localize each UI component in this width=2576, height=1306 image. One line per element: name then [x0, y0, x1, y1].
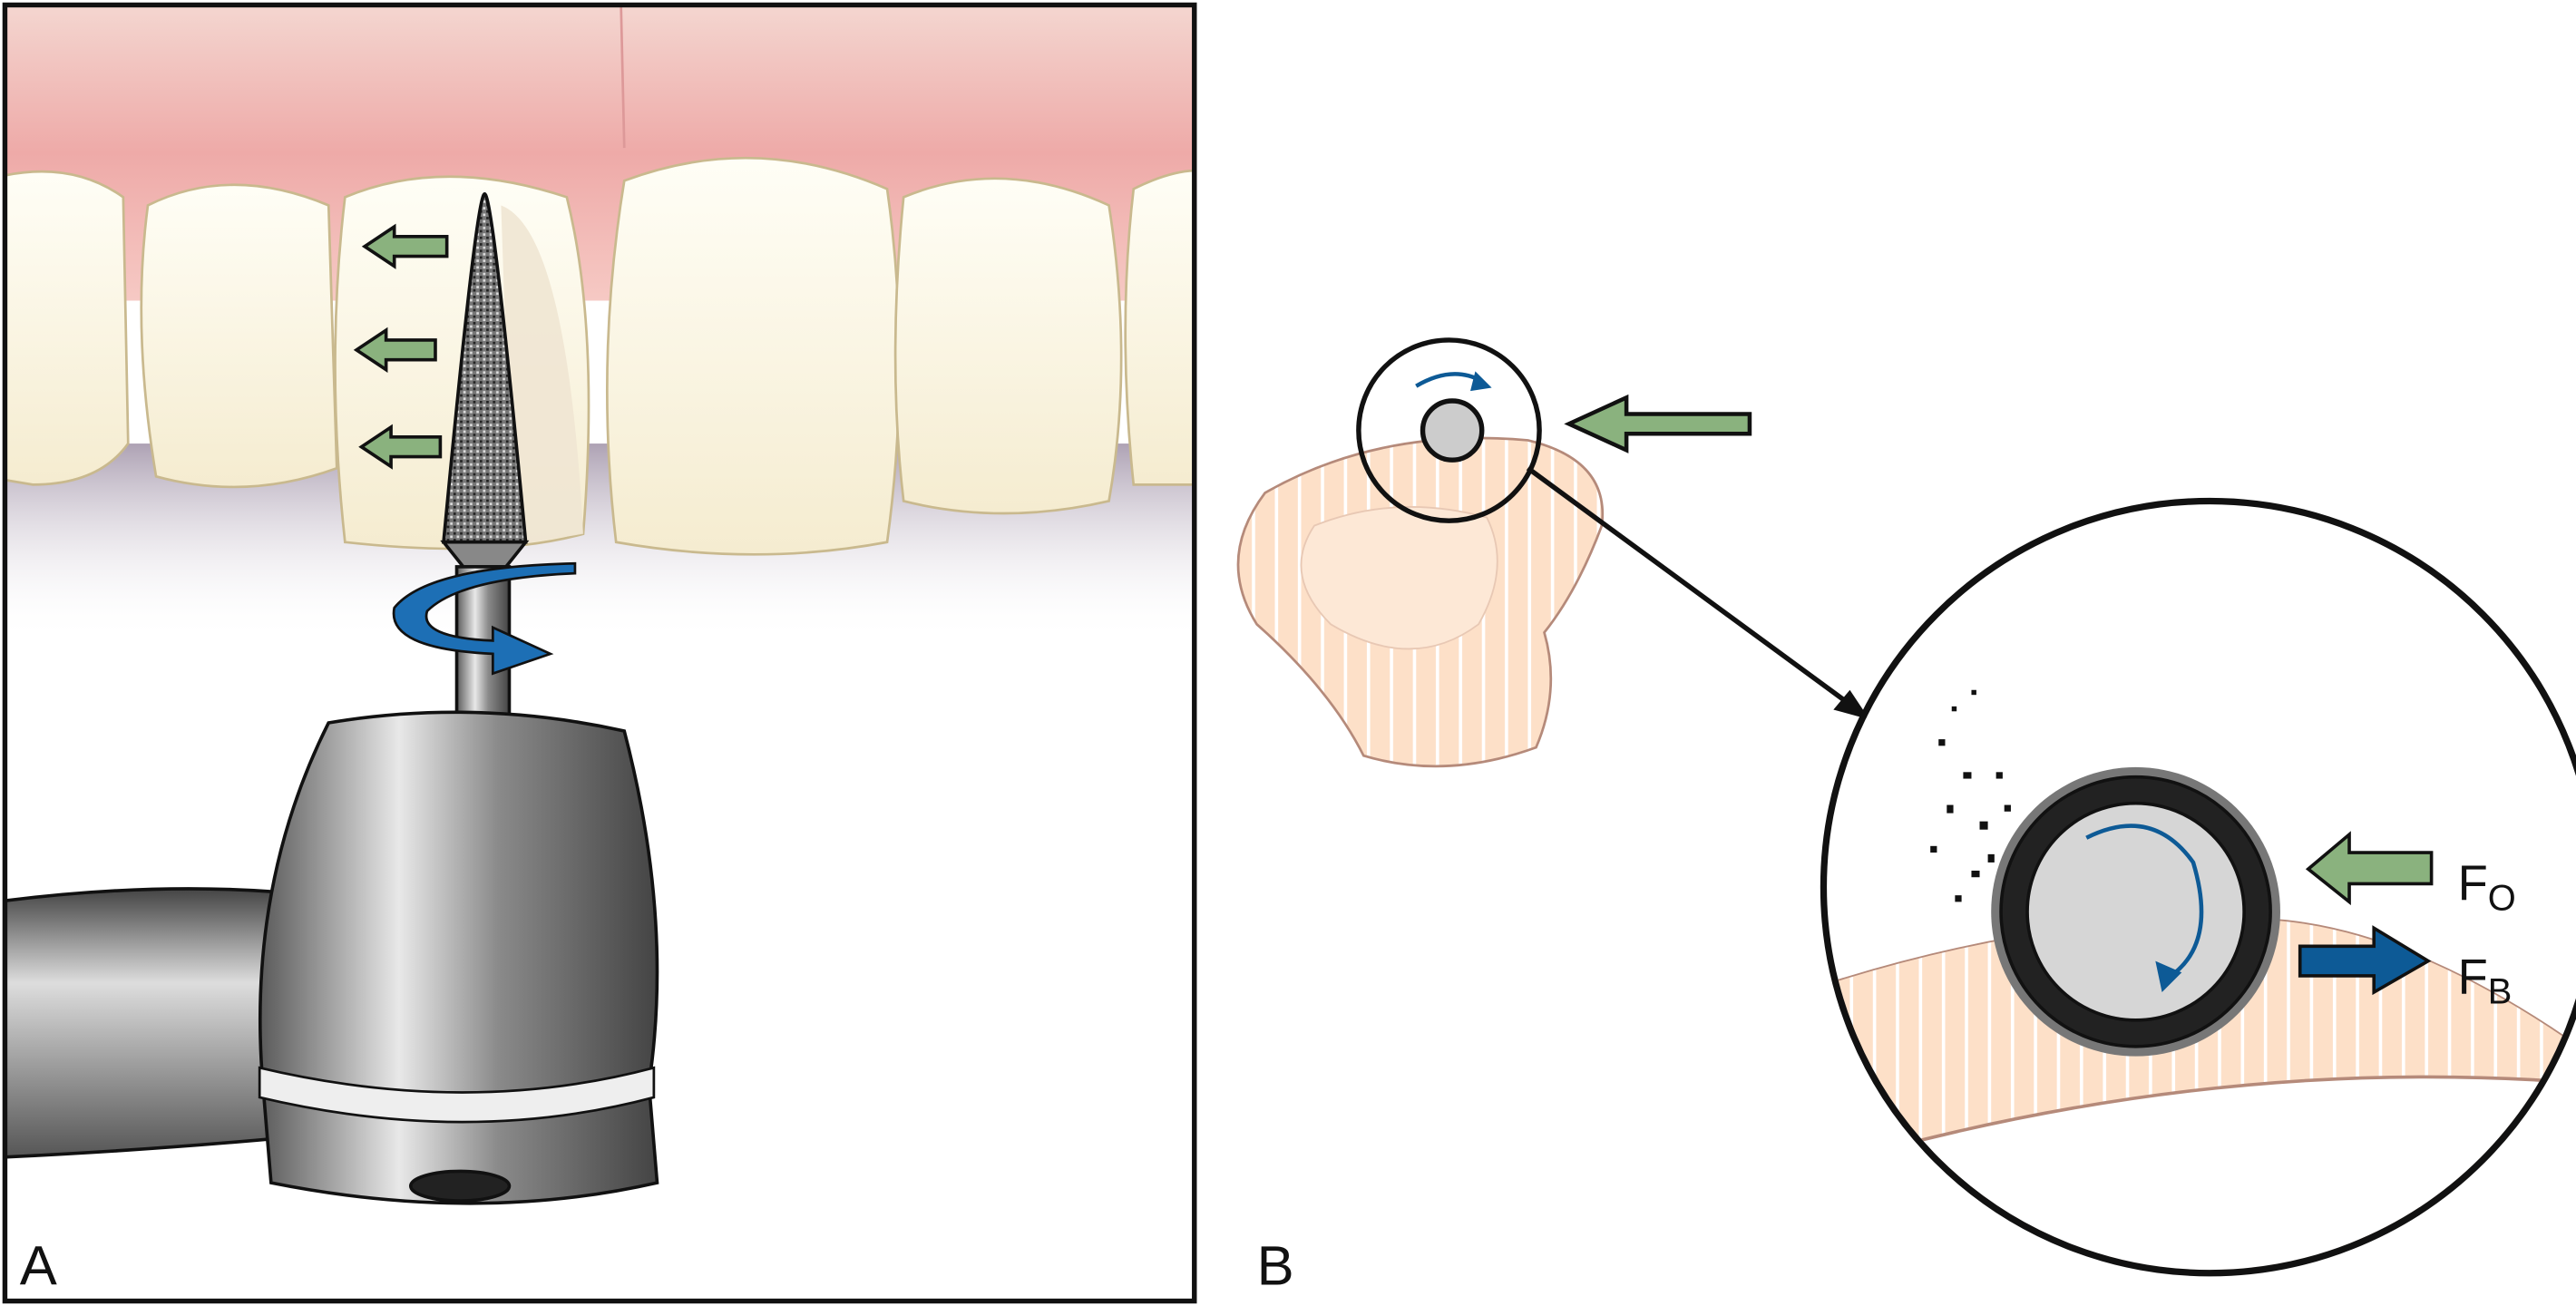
force-label-bur: FB	[2458, 950, 2513, 1012]
tooth-2	[140, 183, 338, 489]
chuck-opening	[408, 1169, 512, 1203]
panel-a-frame	[2, 2, 1197, 1304]
panel-b-label: B	[1257, 1234, 1294, 1297]
tooth-5	[893, 177, 1123, 515]
bur-small	[1420, 398, 1485, 463]
magnify-circle-large	[1820, 497, 2576, 1277]
bur-large	[2025, 801, 2246, 1022]
debris-particles	[1930, 689, 2011, 902]
handpiece-head	[259, 710, 659, 1205]
magnify-circle-small	[1356, 337, 1542, 523]
occlusal-force-arrow	[2305, 831, 2434, 906]
panel-a-label: A	[20, 1234, 57, 1297]
force-label-occlusal: FO	[2458, 856, 2516, 919]
rotation-arrow-icon	[392, 561, 577, 676]
panel-b: FO FB	[1236, 337, 2576, 1277]
tooth-4	[605, 156, 902, 556]
green-arrows	[353, 223, 449, 470]
panel-a	[5, 5, 1195, 1301]
bur-force-arrow	[2298, 925, 2432, 996]
force-arrow-small	[1564, 394, 1752, 453]
tooth-6	[1124, 169, 1195, 486]
tooth-1	[5, 170, 130, 486]
rotation-arrow-icon-large	[2085, 824, 2204, 980]
prepared-surface	[501, 205, 583, 546]
callout-line	[1526, 466, 1850, 706]
